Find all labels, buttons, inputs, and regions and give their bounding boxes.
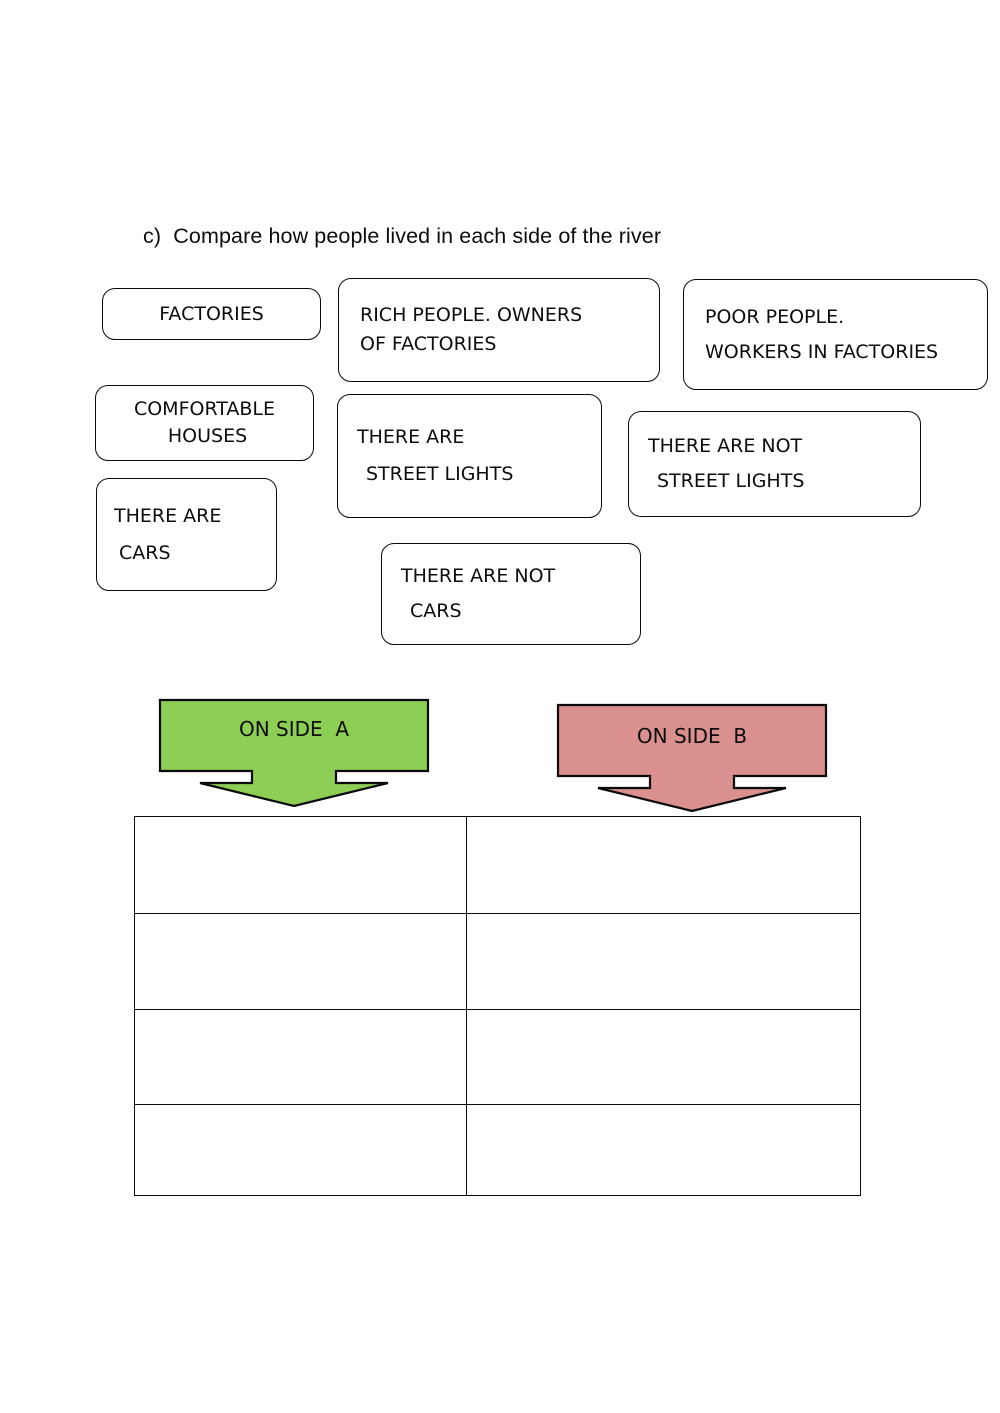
word-card-line: RICH PEOPLE. OWNERS xyxy=(360,304,583,326)
word-card-rich-people[interactable]: RICH PEOPLE. OWNERS OF FACTORIES xyxy=(338,278,660,382)
word-card-line: OF FACTORIES xyxy=(360,333,497,355)
word-card-line: COMFORTABLE xyxy=(133,398,276,420)
word-card-line: STREET LIGHTS xyxy=(657,470,805,492)
page-heading: c) Compare how people lived in each side… xyxy=(143,224,662,248)
word-card-line: FACTORIES xyxy=(159,302,264,325)
word-card-line: CARS xyxy=(410,600,462,622)
word-card-line: CARS xyxy=(119,541,171,564)
answer-cell-a1[interactable] xyxy=(134,816,467,914)
word-card-line: POOR PEOPLE. xyxy=(705,305,845,328)
word-card-there-are-not-cars[interactable]: THERE ARE NOT CARS xyxy=(381,543,641,645)
down-arrow-icon xyxy=(556,703,828,813)
answer-cell-a4[interactable] xyxy=(134,1104,467,1196)
table-row xyxy=(134,1104,861,1196)
word-card-line: STREET LIGHTS xyxy=(366,463,514,485)
word-card-comfortable-houses[interactable]: COMFORTABLE HOUSES xyxy=(95,385,314,461)
answer-cell-b2[interactable] xyxy=(466,913,861,1010)
word-card-line: WORKERS IN FACTORIES xyxy=(705,340,939,363)
word-card-there-are-not-street-lights[interactable]: THERE ARE NOT STREET LIGHTS xyxy=(628,411,921,517)
table-row xyxy=(134,816,861,914)
down-arrow-icon xyxy=(158,698,430,808)
word-card-line: THERE ARE xyxy=(357,426,465,448)
answer-table xyxy=(134,816,861,1196)
side-a-arrow[interactable]: ON SIDE A xyxy=(158,698,430,808)
answer-cell-b1[interactable] xyxy=(466,816,861,914)
word-card-factories[interactable]: FACTORIES xyxy=(102,288,321,340)
word-card-there-are-street-lights[interactable]: THERE ARE STREET LIGHTS xyxy=(337,394,602,518)
table-row xyxy=(134,913,861,1010)
answer-cell-b3[interactable] xyxy=(466,1009,861,1105)
table-row xyxy=(134,1009,861,1105)
answer-cell-a2[interactable] xyxy=(134,913,467,1010)
answer-cell-a3[interactable] xyxy=(134,1009,467,1105)
word-card-line: THERE ARE NOT xyxy=(401,565,556,587)
side-b-arrow[interactable]: ON SIDE B xyxy=(556,703,828,813)
word-card-there-are-cars[interactable]: THERE ARE CARS xyxy=(96,478,277,591)
word-card-line: HOUSES xyxy=(167,425,248,447)
word-card-poor-people[interactable]: POOR PEOPLE. WORKERS IN FACTORIES xyxy=(683,279,988,390)
answer-cell-b4[interactable] xyxy=(466,1104,861,1196)
word-card-line: THERE ARE NOT xyxy=(648,435,803,457)
word-card-line: THERE ARE xyxy=(114,504,222,527)
